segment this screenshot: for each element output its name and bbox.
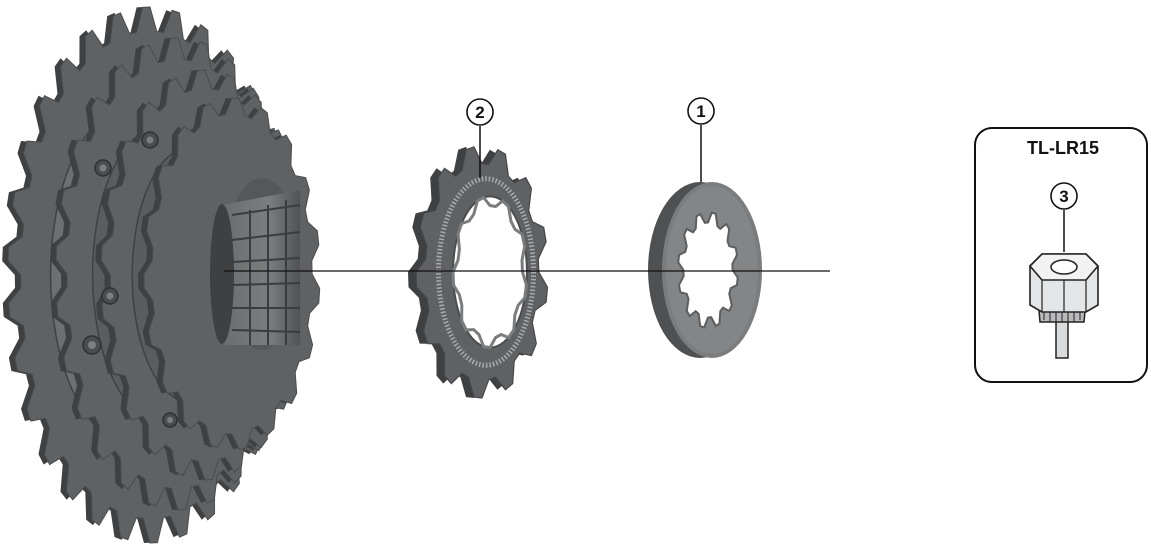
callout-3: 3 bbox=[1051, 183, 1077, 252]
callout-1: 1 bbox=[688, 98, 714, 182]
sprocket-cassette bbox=[2, 7, 320, 543]
callout-1-label: 1 bbox=[696, 102, 705, 121]
small-sprocket-part-2 bbox=[408, 147, 548, 398]
lockring-part-1 bbox=[648, 182, 762, 358]
callout-2-label: 2 bbox=[475, 103, 484, 122]
callout-3-label: 3 bbox=[1059, 187, 1068, 206]
tool-tl-lr15 bbox=[1030, 254, 1098, 358]
